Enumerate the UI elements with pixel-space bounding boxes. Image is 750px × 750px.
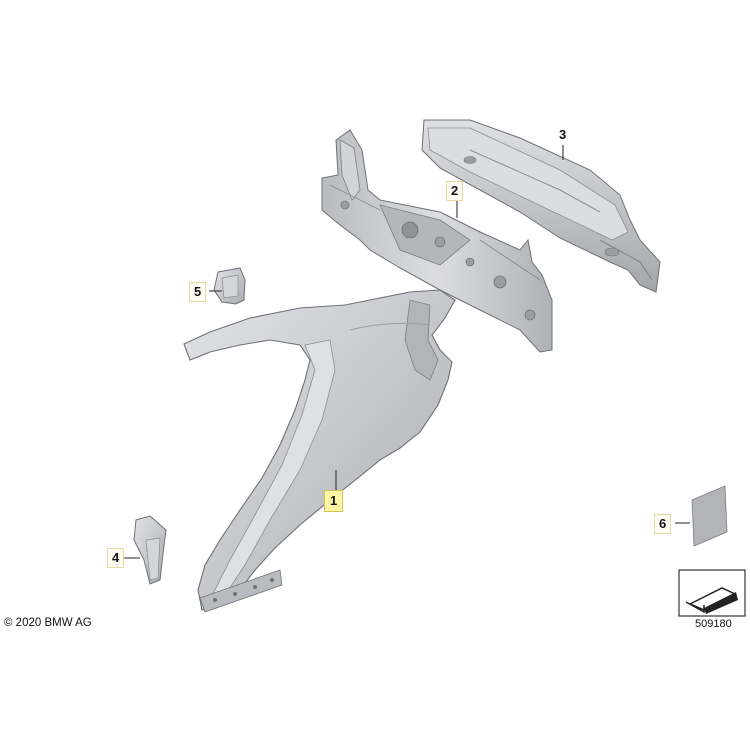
part-1-side-panel[interactable] bbox=[183, 289, 456, 613]
callout-4[interactable]: 4 bbox=[107, 548, 125, 568]
diagram-symbol-box bbox=[678, 569, 746, 617]
callout-1[interactable]: 1 bbox=[324, 490, 344, 512]
part-3-rear-panel[interactable] bbox=[421, 119, 661, 293]
part-2-inner-rear-panel[interactable] bbox=[321, 129, 553, 353]
callout-6[interactable]: 6 bbox=[654, 514, 672, 534]
part-5-bracket[interactable] bbox=[209, 267, 246, 305]
callout-5[interactable]: 5 bbox=[189, 282, 207, 302]
callout-3[interactable]: 3 bbox=[559, 127, 567, 142]
copyright-text: © 2020 BMW AG bbox=[4, 617, 92, 629]
part-4-reinforcement[interactable] bbox=[124, 515, 167, 585]
callout-2[interactable]: 2 bbox=[446, 181, 464, 201]
part-6-insulation-pad[interactable] bbox=[675, 485, 728, 547]
diagram-number: 509180 bbox=[695, 618, 732, 630]
